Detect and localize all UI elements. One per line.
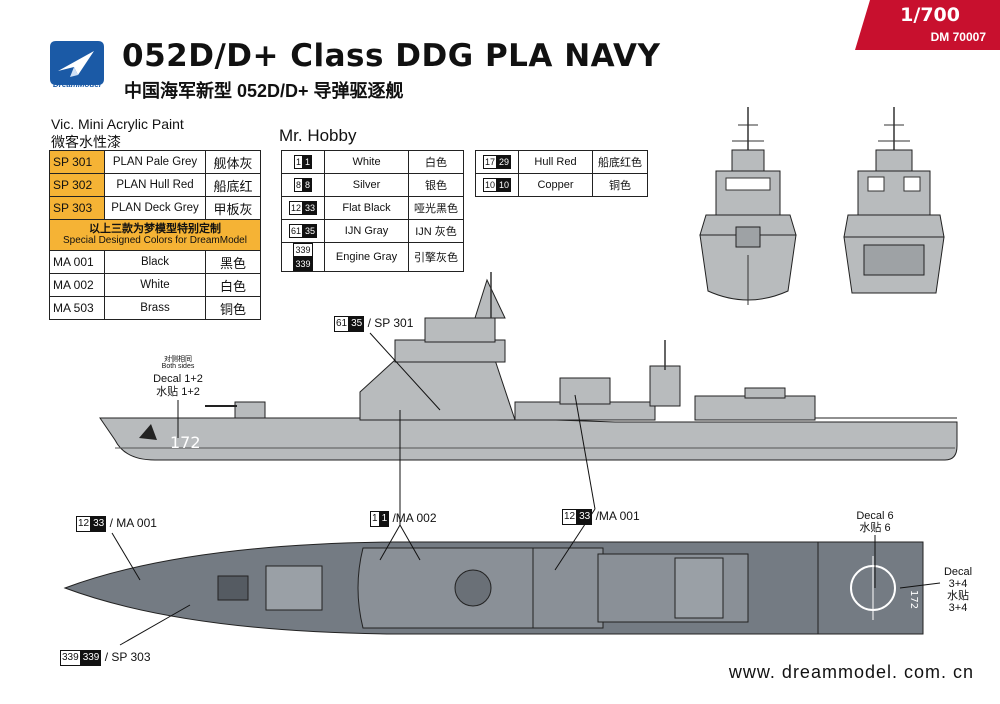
vic-paint-label: Vic. Mini Acrylic Paint	[51, 116, 184, 132]
ship-stern-view	[843, 107, 945, 294]
ship-bow-view	[699, 107, 797, 305]
hull-number-side: 172	[170, 433, 201, 452]
logo-text: DreamModel	[52, 80, 101, 89]
decal-3-4-label-zh: 水贴	[947, 590, 969, 602]
product-code: DM 70007	[930, 30, 986, 44]
both-sides-en: Both sides	[161, 363, 195, 370]
decal-6-label: Decal 6	[856, 510, 894, 522]
website-url: www. dreammodel. com. cn	[728, 662, 974, 682]
page-title-zh: 中国海军新型 052D/D+ 导弹驱逐舰	[124, 81, 404, 101]
decal-3-4-num: 3+4	[948, 578, 968, 590]
page-title: 052D/D+ Class DDG PLA NAVY	[122, 38, 661, 74]
decal-3-4-num-zh: 3+4	[948, 602, 968, 614]
mr-hobby-label: Mr. Hobby	[279, 126, 357, 145]
decal-1-2-label-zh: 水贴 1+2	[156, 386, 200, 398]
vic-paint-label-zh: 微客水性漆	[51, 134, 121, 150]
hull-number-deck: 172	[908, 590, 919, 609]
special-note-zh: 以上三款为梦模型特别定制	[89, 223, 221, 235]
corner-badge	[855, 0, 1000, 50]
dreammodel-logo	[50, 41, 104, 85]
special-note-en: Special Designed Colors for DreamModel	[63, 235, 247, 246]
both-sides-zh: 对侧相同	[164, 356, 192, 363]
scale-label: 1/700	[900, 4, 960, 26]
decal-3-4-label: Decal	[943, 566, 973, 578]
ship-side-profile: 172	[99, 272, 958, 461]
decal-1-2-label: Decal 1+2	[153, 373, 203, 385]
ship-deck-plan: 172	[63, 541, 924, 635]
decal-6-label-zh: 水贴 6	[859, 522, 891, 534]
